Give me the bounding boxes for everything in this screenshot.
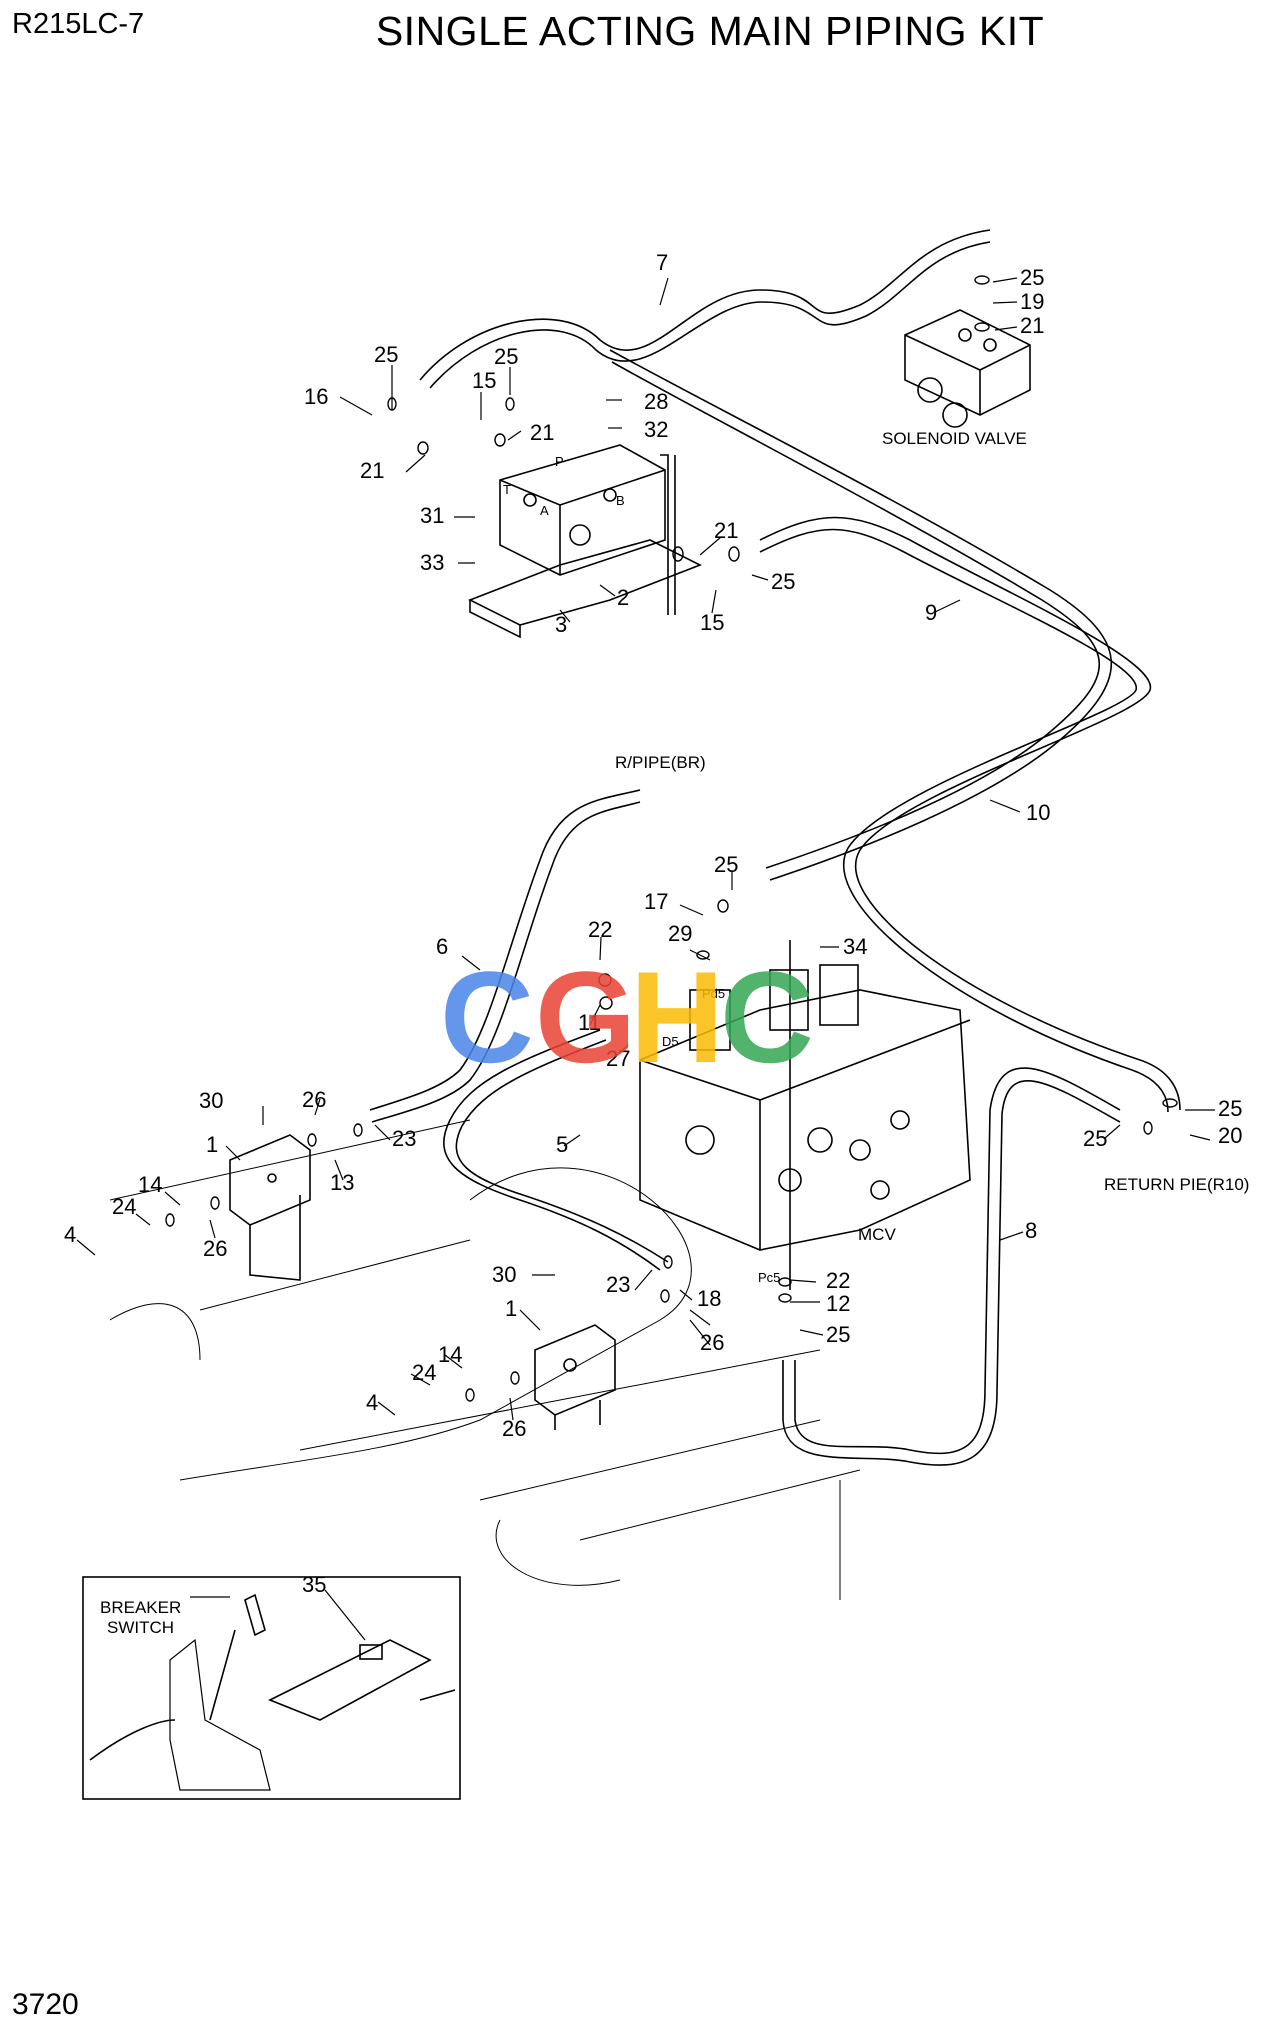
callout-29: 29 [668, 921, 692, 946]
diagram-labels: SOLENOID VALVE R/PIPE(BR) RETURN PIE(R10… [100, 429, 1249, 1637]
callout-22: 22 [588, 917, 612, 942]
solenoid-valve-body [904, 309, 1031, 428]
callout-22: 22 [826, 1268, 850, 1293]
callout-14: 14 [438, 1342, 462, 1367]
callout-28: 28 [644, 389, 668, 414]
callout-25: 25 [1083, 1126, 1107, 1151]
label-port-d5: D5 [662, 1034, 679, 1049]
callout-25: 25 [714, 852, 738, 877]
watermark-letter: C [720, 944, 814, 1090]
callout-26: 26 [302, 1087, 326, 1112]
breaker-inset [82, 1576, 461, 1800]
label-breaker-1: BREAKER [100, 1598, 181, 1617]
callout-21: 21 [360, 458, 384, 483]
label-port-p: P [555, 454, 564, 469]
callout-13: 13 [330, 1170, 354, 1195]
callout-2: 2 [617, 585, 629, 610]
callout-30: 30 [492, 1262, 516, 1287]
pedal-lower [534, 1324, 616, 1430]
callout-25: 25 [374, 342, 398, 367]
pipe-9b [759, 516, 1181, 1113]
callout-23: 23 [392, 1126, 416, 1151]
callout-1: 1 [206, 1132, 218, 1157]
callout-15: 15 [700, 610, 724, 635]
pipe-6 [369, 789, 641, 1123]
watermark-letter: G [535, 944, 636, 1090]
fittings [165, 275, 1178, 1402]
valve-block [468, 444, 702, 639]
page-number: 3720 [12, 1988, 79, 2021]
callout-21: 21 [714, 518, 738, 543]
cab-floor-lines [109, 1119, 861, 1600]
callout-4: 4 [366, 1390, 378, 1415]
callout-14: 14 [138, 1172, 162, 1197]
callout-18: 18 [697, 1286, 721, 1311]
leader-lines [76, 277, 1215, 1641]
label-return-pie: RETURN PIE(R10) [1104, 1175, 1249, 1194]
pedal-upper [229, 1134, 311, 1281]
label-port-pd5: Pd5 [702, 986, 725, 1001]
callout-3: 3 [555, 612, 567, 637]
label-solenoid-valve: SOLENOID VALVE [882, 429, 1027, 448]
label-port-pc5: Pc5 [758, 1270, 780, 1285]
callout-27: 27 [606, 1046, 630, 1071]
watermark: C G H C [440, 944, 814, 1090]
callout-31: 31 [420, 503, 444, 528]
callout-21: 21 [1020, 313, 1044, 338]
callout-6: 6 [436, 934, 448, 959]
callout-35: 35 [302, 1572, 326, 1597]
pipe-7 [419, 229, 991, 389]
callout-1: 1 [505, 1296, 517, 1321]
callout-26: 26 [203, 1236, 227, 1261]
callout-25: 25 [826, 1322, 850, 1347]
mcv-body [639, 940, 971, 1290]
label-port-a: A [540, 503, 549, 518]
pipe-5 [443, 1029, 669, 1271]
callout-25: 25 [771, 569, 795, 594]
callout-5: 5 [556, 1132, 568, 1157]
callout-4: 4 [64, 1222, 76, 1247]
callout-9: 9 [925, 600, 937, 625]
callout-25: 25 [1218, 1096, 1242, 1121]
callout-23: 23 [606, 1272, 630, 1297]
model-code: R215LC-7 [12, 8, 145, 40]
callout-12: 12 [826, 1291, 850, 1316]
callout-33: 33 [420, 550, 444, 575]
pipe-8 [782, 1067, 1121, 1466]
callout-25: 25 [494, 344, 518, 369]
callout-24: 24 [412, 1360, 436, 1385]
callout-32: 32 [644, 417, 668, 442]
label-port-t: T [503, 482, 511, 497]
watermark-letter: C [440, 944, 534, 1090]
callout-7: 7 [656, 250, 668, 275]
callout-24: 24 [112, 1194, 136, 1219]
callout-10: 10 [1026, 800, 1050, 825]
callout-11: 11 [578, 1010, 601, 1035]
callout-26: 26 [700, 1330, 724, 1355]
label-port-b: B [616, 493, 625, 508]
callout-8: 8 [1025, 1218, 1037, 1243]
callout-30: 30 [199, 1088, 223, 1113]
callout-26: 26 [502, 1416, 526, 1441]
callout-15: 15 [472, 368, 496, 393]
page-title: SINGLE ACTING MAIN PIPING KIT [375, 8, 1045, 54]
callout-20: 20 [1218, 1123, 1242, 1148]
callout-17: 17 [644, 889, 668, 914]
callout-16: 16 [304, 384, 328, 409]
label-r-pipe-br: R/PIPE(BR) [615, 753, 706, 772]
callout-34: 34 [843, 934, 867, 959]
label-mcv: MCV [858, 1225, 896, 1244]
callout-21: 21 [530, 420, 554, 445]
label-breaker-2: SWITCH [107, 1618, 174, 1637]
pipe-9 [609, 349, 1113, 881]
callout-25: 25 [1020, 265, 1044, 290]
watermark-letter: H [630, 944, 724, 1090]
callout-19: 19 [1020, 289, 1044, 314]
